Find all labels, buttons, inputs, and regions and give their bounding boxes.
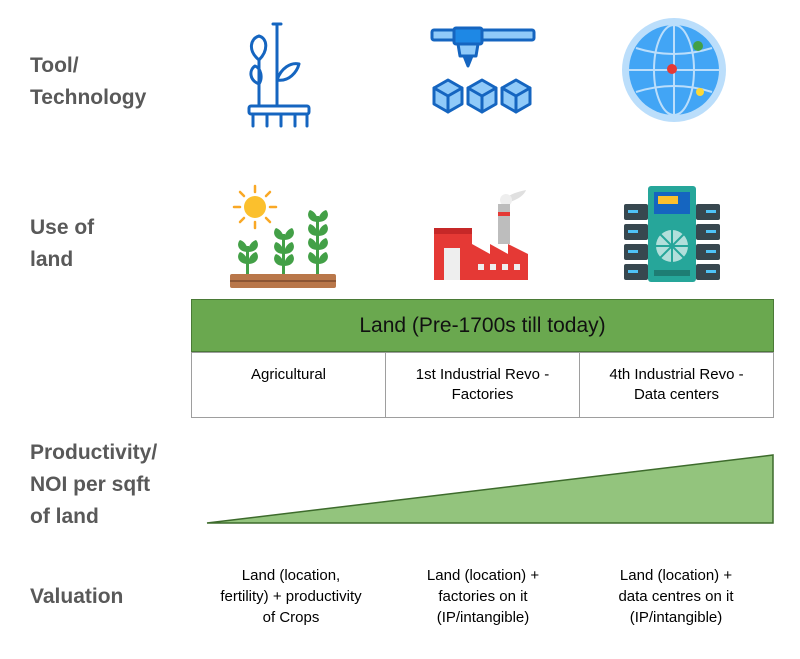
valuation-4th-industrial: Land (location) + data centres on it (IP… (618, 567, 734, 626)
row-label-valuation: Valuation (30, 585, 124, 608)
era-cell-4th-industrial: 4th Industrial Revo - Data centers (609, 366, 744, 403)
land-timeline-title: Land (Pre-1700s till today) (359, 313, 606, 337)
productivity-wedge (206, 454, 774, 524)
3d-printer-cubes-icon (430, 26, 536, 114)
row-label-use-of-land: Use of land (30, 216, 95, 271)
era-cell-1st-industrial: 1st Industrial Revo - Factories (386, 353, 580, 417)
land-timeline-bar: Land (Pre-1700s till today) (191, 299, 774, 352)
era-table: Agricultural 1st Industrial Revo - Facto… (191, 352, 774, 418)
factory-icon (434, 190, 528, 280)
globe-network-icon (622, 18, 726, 122)
row-label-productivity: Productivity/ NOI per sqft of land (30, 441, 158, 528)
rake-plant-icon (247, 22, 311, 128)
era-cell-agricultural: Agricultural (192, 353, 386, 417)
valuation-agricultural: Land (location, fertility) + productivit… (220, 567, 362, 626)
server-rack-icon (624, 186, 720, 282)
row-label-tool-technology: Tool/ Technology (30, 54, 147, 109)
valuation-1st-industrial: Land (location) + factories on it (IP/in… (426, 567, 540, 626)
sun-crops-icon (230, 184, 336, 288)
